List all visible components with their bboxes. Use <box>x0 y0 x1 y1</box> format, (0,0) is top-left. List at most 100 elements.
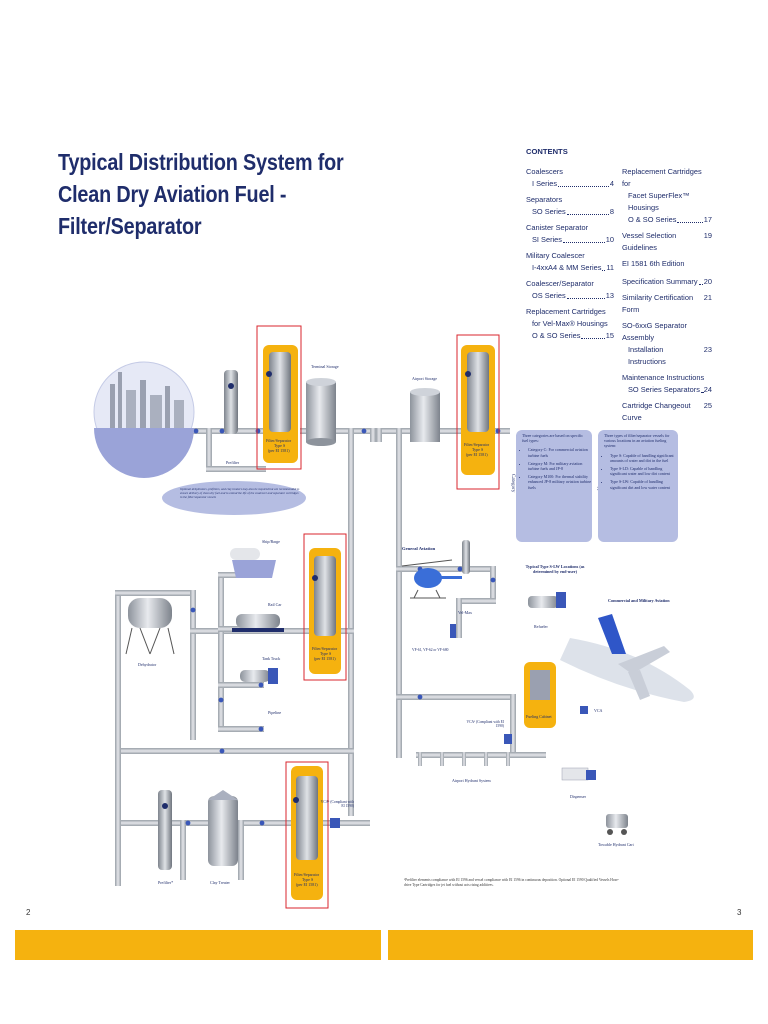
label-rail-car: Rail Car <box>268 602 282 607</box>
vf-container: VF-61, VF-62 or VF-680 <box>412 648 448 652</box>
type-item: Type S: Capable of handling significant … <box>610 453 678 463</box>
category-intro: Three categories are based on specific f… <box>522 433 583 444</box>
towable-hydrant-cart <box>606 814 628 835</box>
label-prefilter-top: Prefilter <box>226 460 240 465</box>
toc-entry[interactable]: Canister Separator SI Series 10 <box>526 222 614 246</box>
category-item: Category M: For military aviation turbin… <box>528 461 592 471</box>
label-towable-cart: Towable Hydrant Cart <box>598 842 635 847</box>
toc-page: 8 <box>609 207 614 216</box>
toc-title: Military Coalescer <box>526 251 585 260</box>
toc-sub: O & SO Series <box>628 215 677 224</box>
vca-unit-right <box>504 734 512 744</box>
label-fs2-b: Type S <box>320 651 331 656</box>
footer-bar-left <box>15 930 381 960</box>
toc-page: 20 <box>703 277 712 286</box>
category-list: Category C: For commercial aviation turb… <box>516 447 592 489</box>
page-title: Typical Distribution System for Clean Dr… <box>58 149 344 239</box>
toc-title: EI 1581 6th Edition <box>622 259 685 268</box>
toc-sub: O & SO Series <box>532 331 581 340</box>
toc-sub: SO Series <box>532 207 566 216</box>
toc-sub: SI Series <box>532 235 562 244</box>
toc-title: SO-6xxG Separator Assembly <box>622 321 687 342</box>
toc-page: 10 <box>605 235 614 244</box>
toc-entry[interactable]: Replacement Cartridges for Vel-Max® Hous… <box>526 306 614 342</box>
contents-left-column: Coalescers I Series 4 Separators SO Serie… <box>526 166 614 346</box>
toc-entry[interactable]: Coalescers I Series 4 <box>526 166 614 190</box>
page-number-left: 2 <box>26 908 31 917</box>
toc-entry[interactable]: Separators SO Series 8 <box>526 194 614 218</box>
vca-left-container: VCA¹ (Compliant with EI 1590) <box>321 800 354 808</box>
prefilter-vessel-2 <box>158 790 172 870</box>
footer-bar-right <box>388 930 753 960</box>
type-info-box: Three types of filter/separator vessels … <box>598 430 678 542</box>
label-dispenser: Dispenser <box>570 794 587 799</box>
toc-page: 13 <box>605 291 614 300</box>
toc-sub: I-4xxA4 & MM Series <box>532 263 602 272</box>
toc-entry[interactable]: Replacement Cartridges for Facet SuperFl… <box>622 166 712 226</box>
footnote: ¹Prefilter elements compliance with EI 1… <box>404 878 619 887</box>
label-fs3-c: (per EI 1581) <box>296 882 318 887</box>
label-fs4-a: Filter/Separator <box>464 442 490 447</box>
label-vel-max: Vel-Max <box>458 610 472 615</box>
category-item: Category M100: For thermal stability enh… <box>528 474 592 490</box>
label-fueling-cabinet: Fueling Cabinet <box>526 714 553 719</box>
vel-max-vessel <box>462 540 470 574</box>
toc-title: Coalescers <box>526 167 563 176</box>
toc-page: 15 <box>605 331 614 340</box>
label-clay-treater: Clay Treater <box>210 880 231 885</box>
toc-sub: Installation Instructions <box>628 345 666 366</box>
label-general-aviation: General Aviation <box>402 546 436 551</box>
type-intro: Three types of filter/separator vessels … <box>604 433 670 449</box>
label-vca-right: VCA¹ (Compliant with EI 1590) <box>466 720 504 729</box>
optional-note-container: Optional dehydrators, prefilters, and cl… <box>180 487 299 499</box>
pipes-right <box>376 428 546 766</box>
toc-page: 17 <box>703 215 712 224</box>
ship-barge <box>230 548 276 578</box>
toc-page: 19 <box>703 231 712 240</box>
label-fs3-b: Type S <box>302 877 313 882</box>
toc-page: 24 <box>703 385 712 394</box>
filter-separator-3 <box>285 761 329 909</box>
toc-sub: Facet SuperFlex™ Housings <box>628 191 690 212</box>
toc-sub: for Vel-Max® Housings <box>532 319 608 328</box>
toc-title: Replacement Cartridges for <box>622 167 702 188</box>
tank-truck <box>240 668 278 684</box>
filter-separator-4 <box>456 334 500 490</box>
toc-entry[interactable]: EI 1581 6th Edition Specification Summar… <box>622 258 712 288</box>
toc-sub: I Series <box>532 179 558 188</box>
airplane <box>560 614 694 702</box>
toc-entry[interactable]: SO-6xxG Separator Assembly Installation … <box>622 320 712 368</box>
toc-title: Coalescer/Separator <box>526 279 594 288</box>
label-fs1-a: Filter/Separator <box>266 438 292 443</box>
type-item: Type S-LD: Capable of handling significa… <box>610 466 678 476</box>
valves <box>185 428 501 826</box>
filter-separator-2 <box>303 533 347 681</box>
toc-title: Canister Separator <box>526 223 589 232</box>
helicopter <box>401 559 462 599</box>
toc-title: Maintenance Instructions <box>622 373 705 382</box>
label-commercial-military: Commercial and Military Aviation <box>608 598 670 603</box>
refueler-truck <box>528 592 566 608</box>
label-fs4-b: Type S <box>472 447 483 452</box>
toc-entry[interactable]: Maintenance Instructions SO Series Separ… <box>622 372 712 396</box>
terminal-storage-tank <box>306 378 336 446</box>
prefilter-vessel <box>224 370 238 434</box>
type-item: Type S-LW: Capable of handling significa… <box>610 479 678 489</box>
toc-page: 25 <box>703 401 712 410</box>
type-list: Type S: Capable of handling significant … <box>598 453 678 490</box>
optional-note-ellipse <box>162 481 306 515</box>
label-fs2-c: (per EI 1581) <box>314 656 336 661</box>
toc-page: 4 <box>609 179 614 188</box>
rail-car <box>232 614 284 632</box>
refinery-illustration <box>93 361 195 478</box>
toc-title: Separators <box>526 195 563 204</box>
category-info-box: Three categories are based on specific f… <box>516 430 592 542</box>
label-terminal-storage: Terminal Storage <box>311 364 339 369</box>
dispenser-truck <box>561 767 596 781</box>
